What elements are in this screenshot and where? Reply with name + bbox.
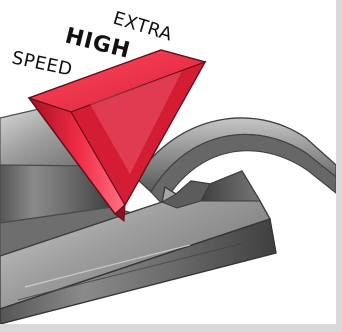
press-brake-illustration: SPEED HIGH EXTRA [0,0,336,324]
headline-speed: SPEED [10,47,74,80]
